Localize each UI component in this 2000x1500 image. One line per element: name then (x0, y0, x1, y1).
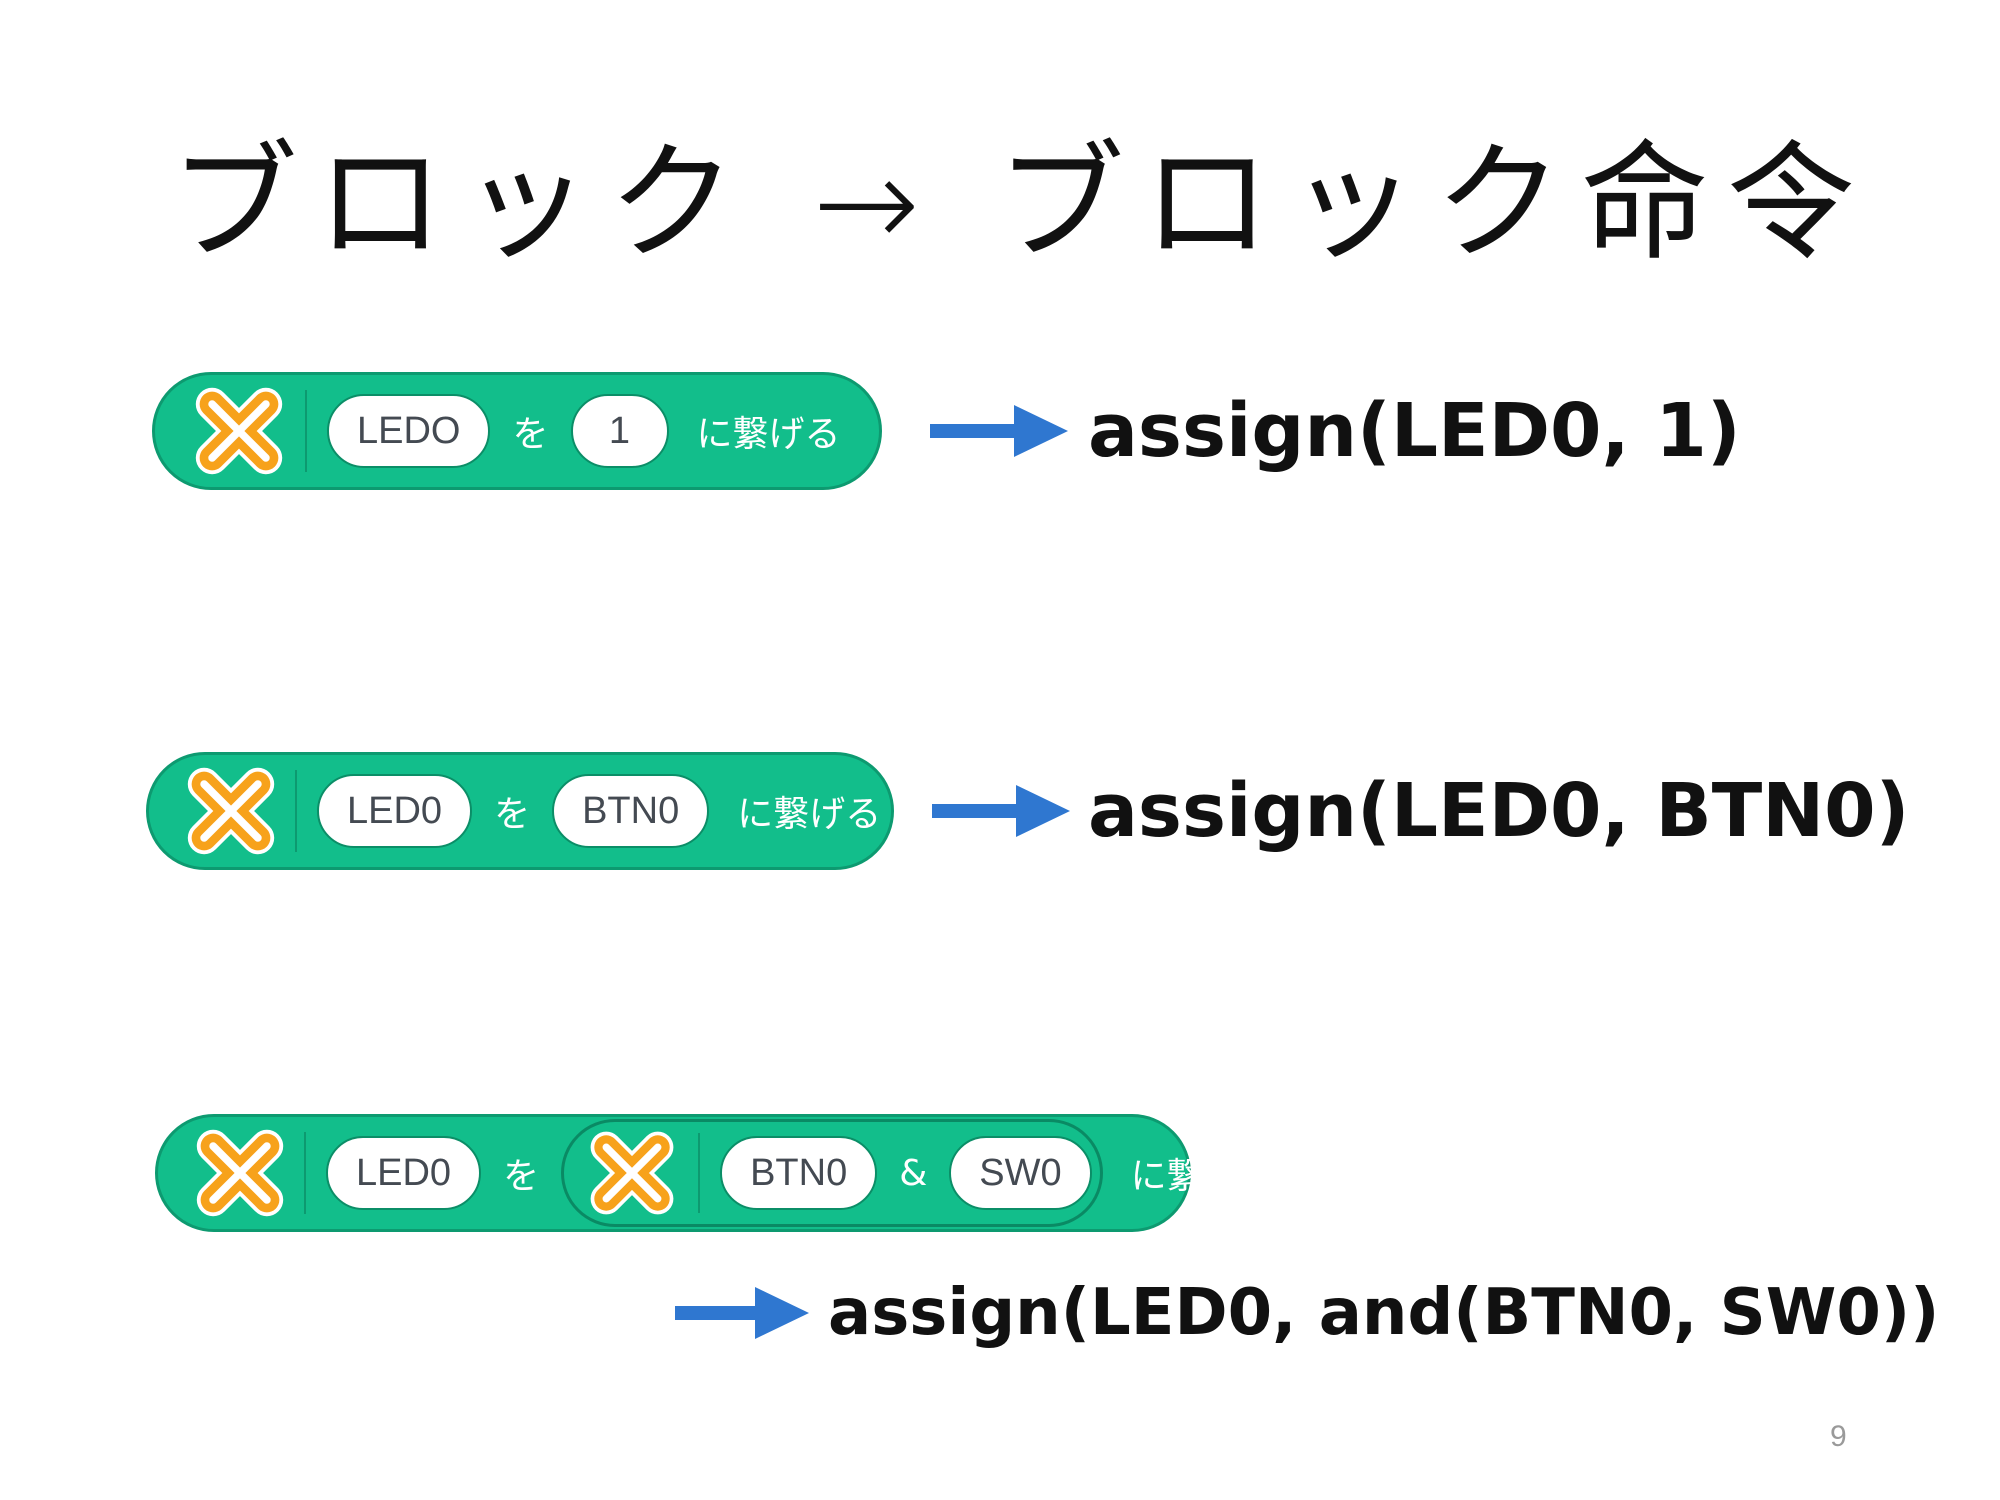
block-divider (295, 770, 297, 852)
value-slot[interactable]: BTN0 (552, 774, 710, 848)
right-operand-slot[interactable]: SW0 (949, 1136, 1092, 1210)
block-divider (304, 1132, 306, 1214)
block-divider (698, 1133, 701, 1213)
right-arrow-icon (930, 405, 1068, 457)
assign-block-1[interactable]: LEDO を 1 に繋げる (152, 372, 882, 490)
target-slot[interactable]: LED0 (317, 774, 473, 848)
right-arrow-icon (675, 1287, 809, 1339)
orange-x-icon (192, 1125, 288, 1221)
particle-label: を (494, 794, 531, 835)
left-operand-slot[interactable]: BTN0 (720, 1136, 878, 1210)
action-label: に繋げる (737, 794, 882, 835)
value-slot[interactable]: 1 (570, 394, 669, 468)
target-slot[interactable]: LEDO (327, 394, 491, 468)
particle-label: を (512, 414, 549, 455)
action-label: に繋げる (1130, 1156, 1275, 1197)
page-number: 9 (1830, 1420, 1847, 1453)
orange-x-icon (582, 1125, 682, 1221)
target-slot[interactable]: LED0 (326, 1136, 482, 1210)
and-operator: & (899, 1152, 928, 1194)
assign-block-2[interactable]: LED0 を BTN0 に繋げる (146, 752, 894, 870)
code-line-1: assign(LED0, 1) (1088, 388, 1741, 474)
particle-label: を (503, 1156, 540, 1197)
assign-block-3[interactable]: LED0 を BTN0 & SW0 に繋げる (155, 1114, 1275, 1232)
orange-x-icon (183, 763, 279, 859)
orange-x-icon (189, 383, 289, 479)
slide-title: ブロック → ブロック命令 (170, 129, 1873, 278)
block-divider (305, 390, 307, 472)
code-line-3: assign(LED0, and(BTN0, SW0)) (828, 1276, 1940, 1350)
and-block[interactable]: BTN0 & SW0 (561, 1119, 1103, 1227)
code-line-2: assign(LED0, BTN0) (1088, 768, 1910, 854)
action-label: に繋げる (696, 414, 841, 455)
right-arrow-icon (932, 785, 1070, 837)
